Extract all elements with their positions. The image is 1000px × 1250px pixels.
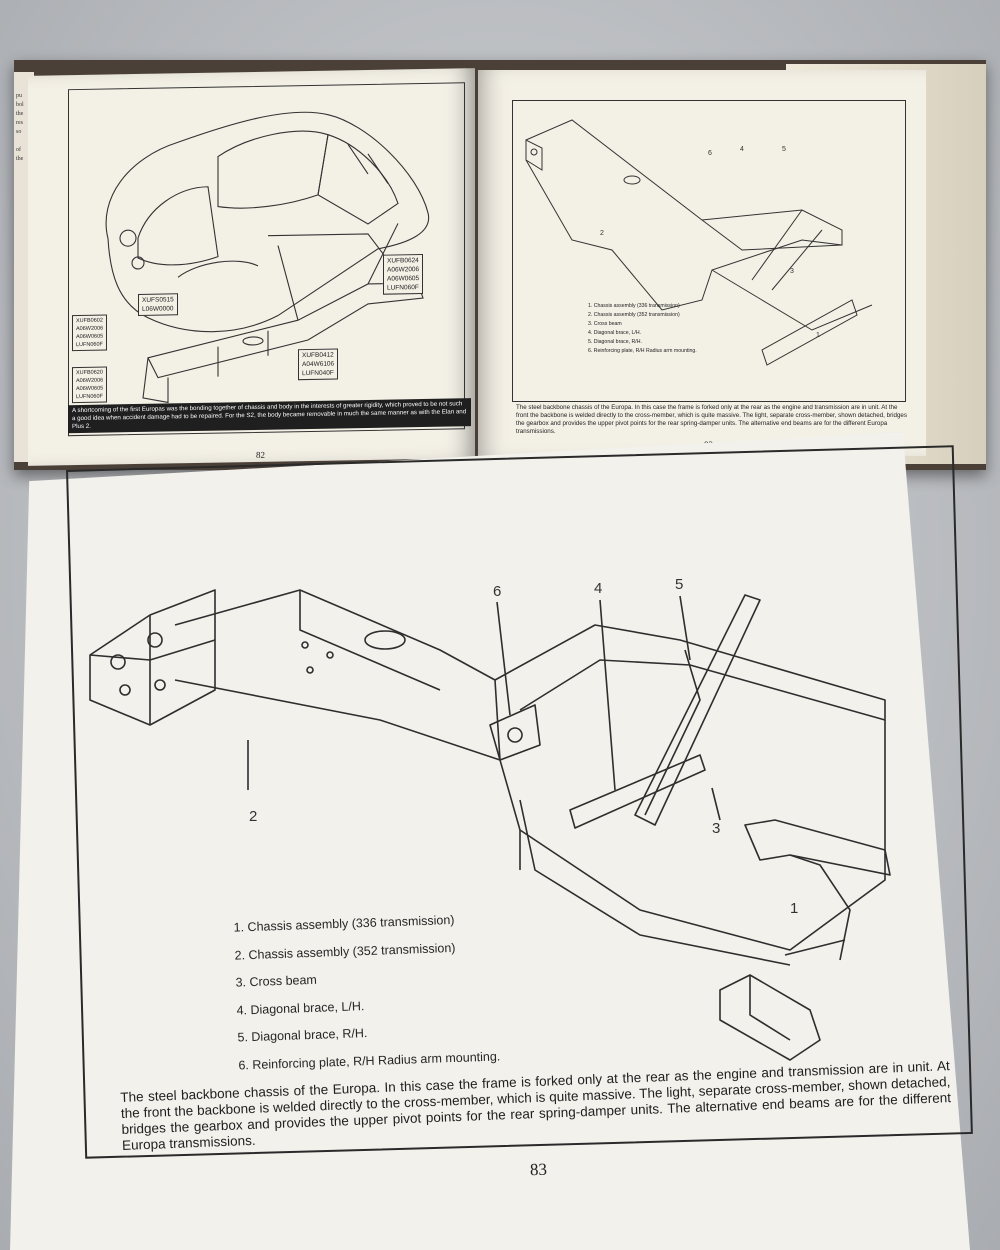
callout-1: 1: [790, 900, 799, 917]
small-part-4: 4. Diagonal brace, L/H.: [588, 330, 642, 336]
small-part-6: 6. Reinforcing plate, R/H Radius arm mou…: [588, 348, 697, 354]
callout-5: 5: [675, 576, 684, 593]
small-callout-3: 3: [790, 268, 794, 275]
callout-3: 3: [712, 820, 721, 837]
small-callout-5: 5: [782, 146, 786, 153]
small-part-5: 5. Diagonal brace, R/H.: [588, 339, 642, 345]
small-callout-4: 4: [740, 146, 744, 153]
small-part-3: 3. Cross beam: [588, 321, 622, 327]
small-callout-6: 6: [708, 150, 712, 157]
right-page-83: 6 4 5 2 3 1 1. Chassis assembly (336 tra…: [478, 70, 926, 456]
chassis-illustration-small: [525, 119, 873, 366]
callout-6: 6: [493, 583, 502, 600]
small-callout-1: 1: [816, 332, 820, 339]
right-page-caption-small: The steel backbone chassis of the Europa…: [512, 402, 912, 438]
small-part-2: 2. Chassis assembly (352 transmission): [588, 312, 680, 318]
right-illustration-frame: [512, 100, 906, 402]
callout-4: 4: [594, 580, 603, 597]
page-83-closeup: [10, 432, 970, 1250]
car-body-and-chassis-illustration: [105, 111, 430, 404]
parts-list: 1. Chassis assembly (336 transmission) 2…: [233, 905, 501, 1079]
small-callout-2: 2: [600, 230, 604, 237]
small-parts-list: 1. Chassis assembly (336 transmission) 2…: [588, 302, 697, 356]
small-part-1: 1. Chassis assembly (336 transmission): [588, 303, 680, 309]
callout-2: 2: [249, 808, 258, 825]
closeup-page-number: 83: [529, 1159, 548, 1180]
